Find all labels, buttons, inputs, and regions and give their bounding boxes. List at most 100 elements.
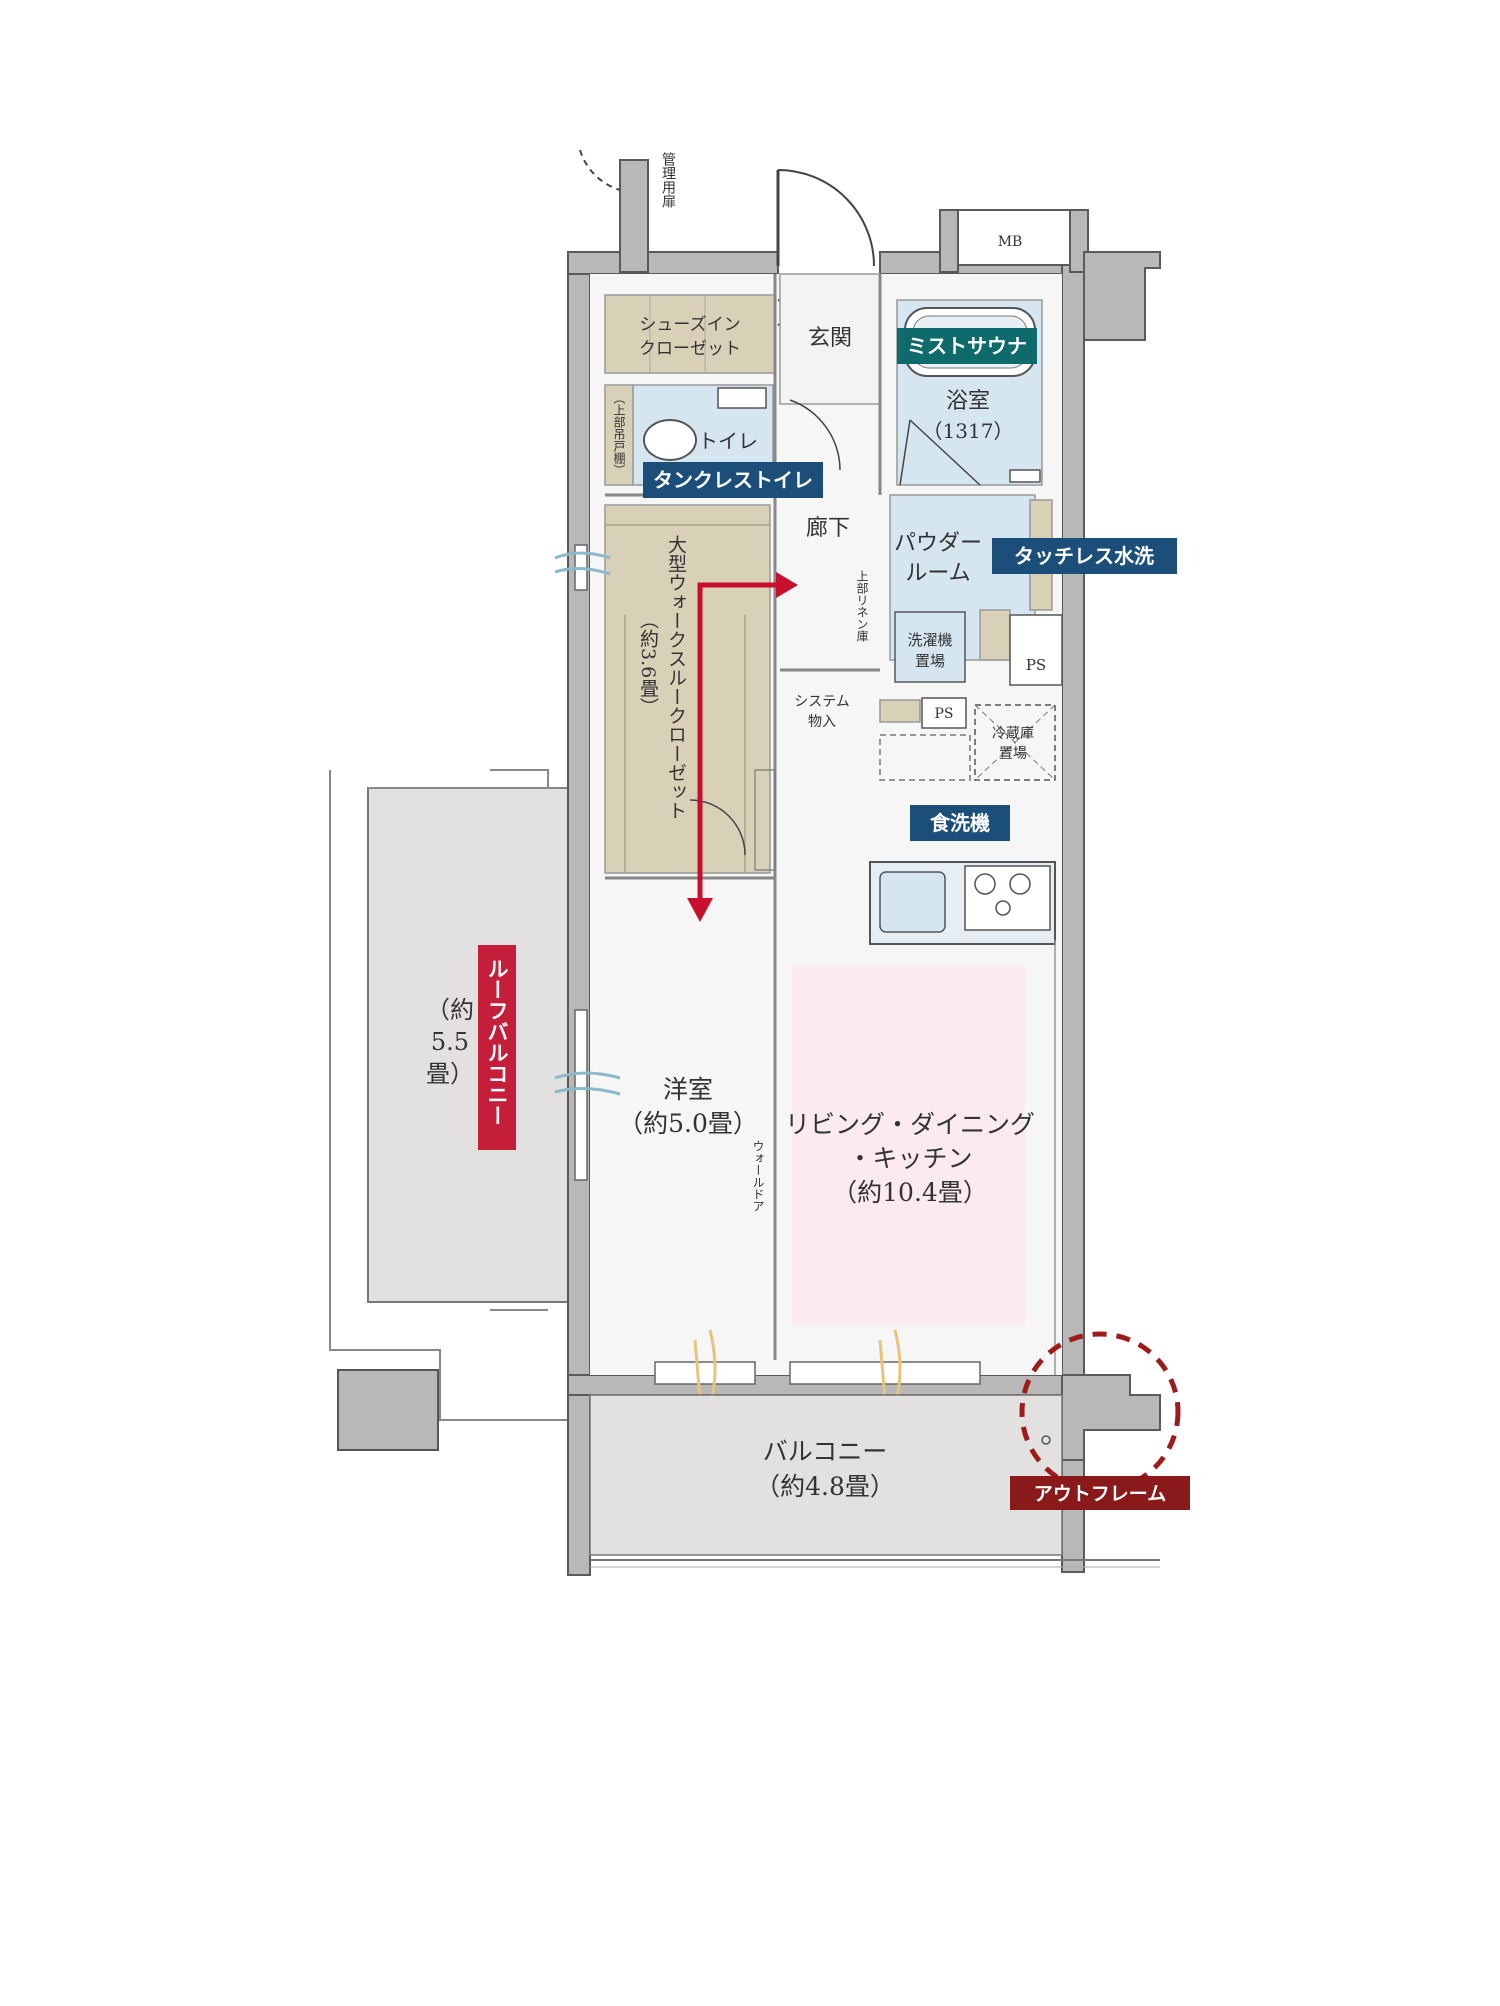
arrow-path (697, 582, 780, 905)
kitchen-counter (869, 861, 1056, 945)
mgmt-door-swing (579, 149, 621, 191)
ldk-label-2: ・キッチン (847, 1144, 972, 1173)
mb-box (939, 209, 1071, 266)
linen-shelf (979, 609, 1011, 661)
wic-label-1: 大型ウォークスルークローゼット (665, 535, 687, 820)
outframe-label: アウトフレーム (1034, 1483, 1166, 1505)
upper-shelf-label: （上部吊戸棚） (612, 392, 626, 476)
powder-label-2: ルーム (905, 561, 970, 586)
system-storage (879, 699, 921, 723)
washer-space (894, 611, 966, 683)
linen-label: 上部リネン庫 (855, 570, 869, 643)
wall-bottom-left-pier (567, 1394, 591, 1576)
ldk-label-1: リビング・ダイニング (785, 1110, 1035, 1139)
balcony-label-1: バルコニー (763, 1437, 888, 1466)
dishwasher-badge (910, 805, 1010, 841)
fridge-cross-2 (974, 704, 1056, 781)
fridge-label-2: 置場 (999, 746, 1027, 762)
window-left-1 (574, 1009, 588, 1181)
burner-3 (995, 900, 1011, 916)
mgmt-post (619, 159, 649, 273)
arrow-head-right (776, 572, 798, 598)
roof-label-1: （約 (426, 996, 474, 1024)
balcony-floor (589, 1394, 1063, 1556)
mist-sauna-badge (897, 328, 1037, 364)
pantry-dashed (879, 734, 971, 781)
drain-icon (1041, 1435, 1051, 1445)
shoe-closet (604, 294, 776, 374)
roof-balcony-badge (478, 945, 516, 1150)
toilet-bowl (643, 419, 697, 461)
balcony-label-2: （約4.8畳） (755, 1472, 895, 1501)
toilet-label: トイレ (698, 429, 758, 453)
wall-top-left (567, 251, 779, 275)
tankless-toilet-label: タンクレストイレ (653, 468, 813, 492)
wall-door-label: ウォールドア (751, 1140, 765, 1212)
ldk-accent-area (792, 965, 1025, 1325)
dishwasher-label: 食洗機 (930, 811, 990, 835)
roof-balcony-label: ルーフバルコニー (485, 958, 509, 1126)
powder-label-1: パウダー (894, 531, 982, 556)
mist-sauna-label: ミストサウナ (907, 334, 1027, 358)
western-label-1: 洋室 (663, 1075, 713, 1104)
roof-balcony-outline (329, 770, 568, 1421)
corridor-label: 廊下 (806, 516, 850, 541)
ps-box-2 (921, 697, 967, 729)
roof-balcony-column (337, 1369, 439, 1451)
roof-balcony-floor (367, 787, 569, 1303)
wic-zone (604, 504, 776, 874)
roof-label-2: 5.5 (431, 1028, 469, 1056)
bath-faucet (1009, 469, 1041, 483)
tankless-toilet-badge (643, 462, 823, 498)
wall-top-right-ext (1083, 251, 1161, 341)
toilet-door-swing (789, 399, 841, 471)
bath-label-2: （1317） (923, 419, 1014, 443)
arrow-head-down (687, 898, 713, 922)
shoe-closet-label-1: シューズイン (639, 315, 740, 335)
burner-2 (1009, 873, 1031, 895)
toilet-sink (717, 387, 767, 409)
western-label-2: （約5.0畳） (618, 1109, 758, 1138)
wic-area (604, 504, 771, 874)
kitchen-sink (879, 871, 946, 933)
system-label-1: システム (794, 694, 850, 710)
mgmt-door-label: 管理用扉 (660, 152, 676, 208)
mb-label: MB (998, 234, 1023, 250)
ps-label-1: PS (1026, 656, 1046, 674)
ps-box-1 (1009, 614, 1063, 686)
roof-label-3: 畳） (426, 1060, 474, 1088)
entrance-zone (604, 169, 881, 405)
shoe-closet-label-2: クローゼット (639, 339, 741, 359)
burner-1 (974, 873, 996, 895)
powder-zone (889, 494, 1063, 686)
outframe-wall (1061, 1374, 1161, 1461)
window-bottom-1 (654, 1361, 756, 1385)
touchless-label: タッチレス水洗 (1014, 544, 1154, 568)
ps-label-2: PS (934, 706, 953, 722)
washer-label-2: 置場 (915, 652, 945, 670)
wic-label-2: （約3.6畳） (637, 610, 659, 716)
outframe-badge (1010, 1476, 1190, 1510)
touchless-badge (992, 538, 1177, 574)
walkthrough-arrow (687, 572, 798, 922)
airflow-icon (554, 551, 611, 576)
system-label-2: 物入 (808, 714, 836, 730)
bath-door (899, 419, 981, 486)
washer-label-1: 洗濯機 (907, 631, 952, 649)
fridge-label-1: 冷蔵庫 (992, 725, 1034, 742)
cooktop (964, 865, 1051, 931)
ldk-label-3: （約10.4畳） (832, 1178, 988, 1207)
wall-right (1061, 251, 1085, 1473)
entrance-door-swing (777, 169, 875, 267)
roof-balcony-rail (368, 769, 568, 1311)
bath-label-1: 浴室 (946, 389, 990, 414)
wall-mb-left (939, 209, 959, 273)
airflow-icons (554, 551, 902, 1406)
airflow-icon (554, 1071, 621, 1096)
wic-shoe-rack (754, 769, 776, 871)
window-bottom-2 (789, 1361, 981, 1385)
genkan-floor (779, 273, 881, 405)
roof-balcony-area (329, 769, 569, 1451)
kitchen-support (879, 697, 1056, 781)
